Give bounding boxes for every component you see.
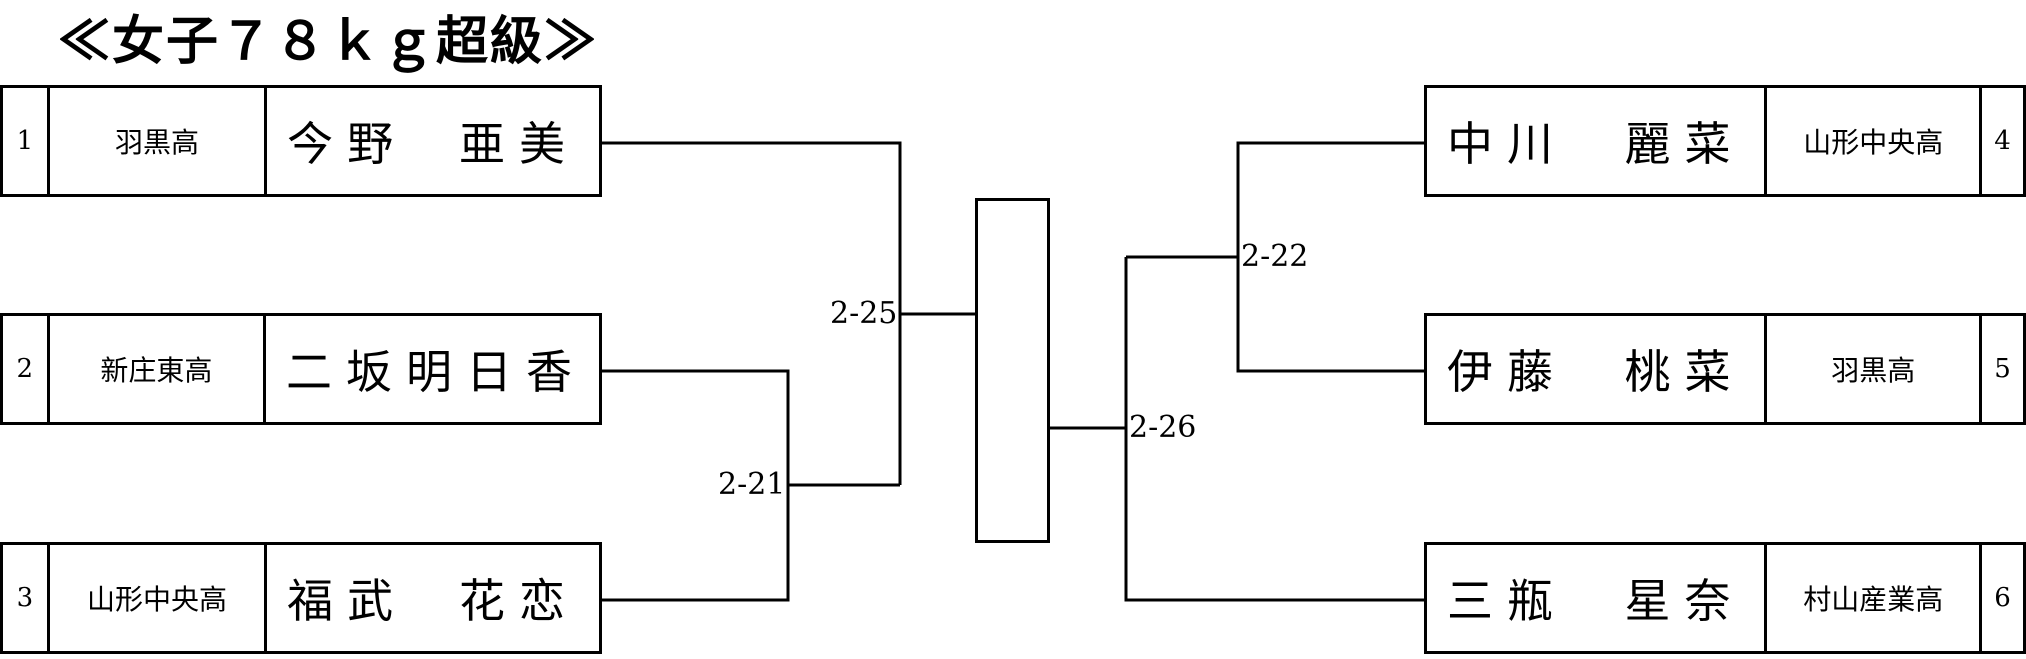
player-name: 今野 亜美 [264,88,599,194]
school-name: 山形中央高 [1764,88,1979,194]
player-surname: 三瓶 [1447,574,1567,628]
school-name: 羽黒高 [46,88,264,194]
entry-1: 1 羽黒高 今野 亜美 [0,85,602,197]
player-name: 二坂 明日香 [263,316,599,422]
bracket-line-right-semi [1124,257,1424,602]
player-name: 福武 花恋 [264,545,599,651]
school-name: 村山産業高 [1764,545,1979,651]
player-surname: 福武 [287,574,408,628]
school-name: 羽黒高 [1764,316,1979,422]
entry-4: 中川 麗菜 山形中央高 4 [1424,85,2026,197]
seed-number: 6 [1979,545,2023,651]
entry-5: 伊藤 桃菜 羽黒高 5 [1424,313,2026,425]
bracket-line-left-semi [602,141,902,485]
seed-number: 5 [1979,316,2023,422]
player-name: 伊藤 桃菜 [1427,316,1764,422]
match-label-right-first: 2-22 [1241,239,1309,274]
match-label-right-semi: 2-26 [1129,410,1197,445]
player-given-name: 桃菜 [1624,345,1745,399]
school-name: 新庄東高 [46,316,263,422]
player-name: 三瓶 星奈 [1427,545,1764,651]
match-label-left-semi: 2-25 [830,296,898,331]
player-given-name: 亜美 [459,117,579,171]
seed-number: 1 [16,126,34,156]
player-surname: 二坂 [286,345,406,399]
player-surname: 中川 [1447,117,1567,171]
entry-3: 3 山形中央高 福武 花恋 [0,542,602,654]
entry-2: 2 新庄東高 二坂 明日香 [0,313,602,425]
player-given-name: 明日香 [406,345,586,399]
player-surname: 今野 [287,117,408,171]
match-label-left-first: 2-21 [718,467,786,502]
player-name: 中川 麗菜 [1427,88,1764,194]
page-title: ≪女子７８ｋｇ超級≫ [58,11,599,72]
player-surname: 伊藤 [1447,345,1567,399]
final-box [975,198,1050,543]
player-given-name: 麗菜 [1624,117,1745,171]
player-given-name: 星奈 [1624,574,1745,628]
seed-number: 2 [16,354,34,384]
seed-number: 4 [1979,88,2023,194]
entry-6: 三瓶 星奈 村山産業高 6 [1424,542,2026,654]
player-given-name: 花恋 [459,574,579,628]
seed-number: 3 [16,583,34,613]
school-name: 山形中央高 [46,545,264,651]
